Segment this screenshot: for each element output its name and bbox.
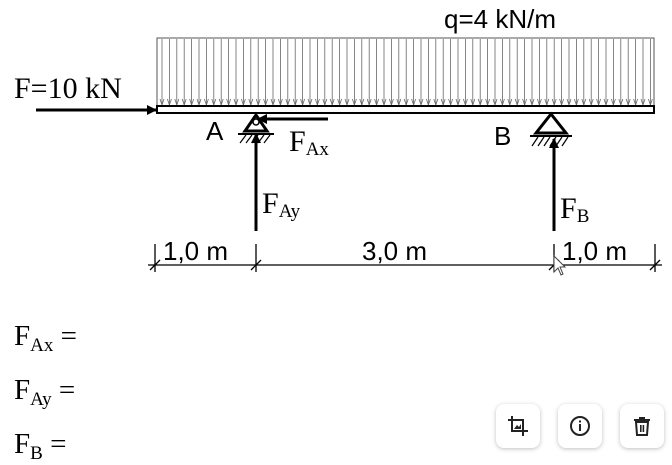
dimension-label-3: 1,0 m [562, 236, 627, 266]
dimension-label-2: 3,0 m [362, 236, 427, 266]
distributed-load-label: q=4 kN/m [444, 4, 556, 34]
info-button[interactable] [558, 404, 602, 448]
answer-fax: FAx = [14, 320, 77, 356]
support-a-label: A [206, 116, 224, 146]
support-b-label: B [494, 121, 511, 151]
answer-fb: FB = [14, 428, 67, 464]
reaction-b-label: FB [560, 192, 589, 227]
beam-diagram: F=10 kN q=4 kN/m A B FAx FAy FB [14, 4, 662, 276]
support-b [530, 111, 572, 147]
answer-fay: FAy = [14, 374, 76, 410]
trash-icon [634, 417, 650, 436]
mouse-cursor-icon [553, 254, 567, 276]
distributed-load-area [156, 37, 655, 107]
reaction-ay-label: FAy [262, 187, 301, 222]
beam [156, 105, 655, 114]
reaction-ax-label: FAx [289, 125, 329, 160]
dimension-label-1: 1,0 m [163, 236, 228, 266]
info-icon [570, 416, 590, 436]
distributed-load-arrows [159, 39, 653, 107]
applied-force-label: F=10 kN [14, 72, 122, 105]
crop-image-icon [508, 416, 528, 436]
crop-image-button[interactable] [496, 404, 540, 448]
image-toolbar [496, 404, 664, 448]
delete-button[interactable] [620, 404, 664, 448]
